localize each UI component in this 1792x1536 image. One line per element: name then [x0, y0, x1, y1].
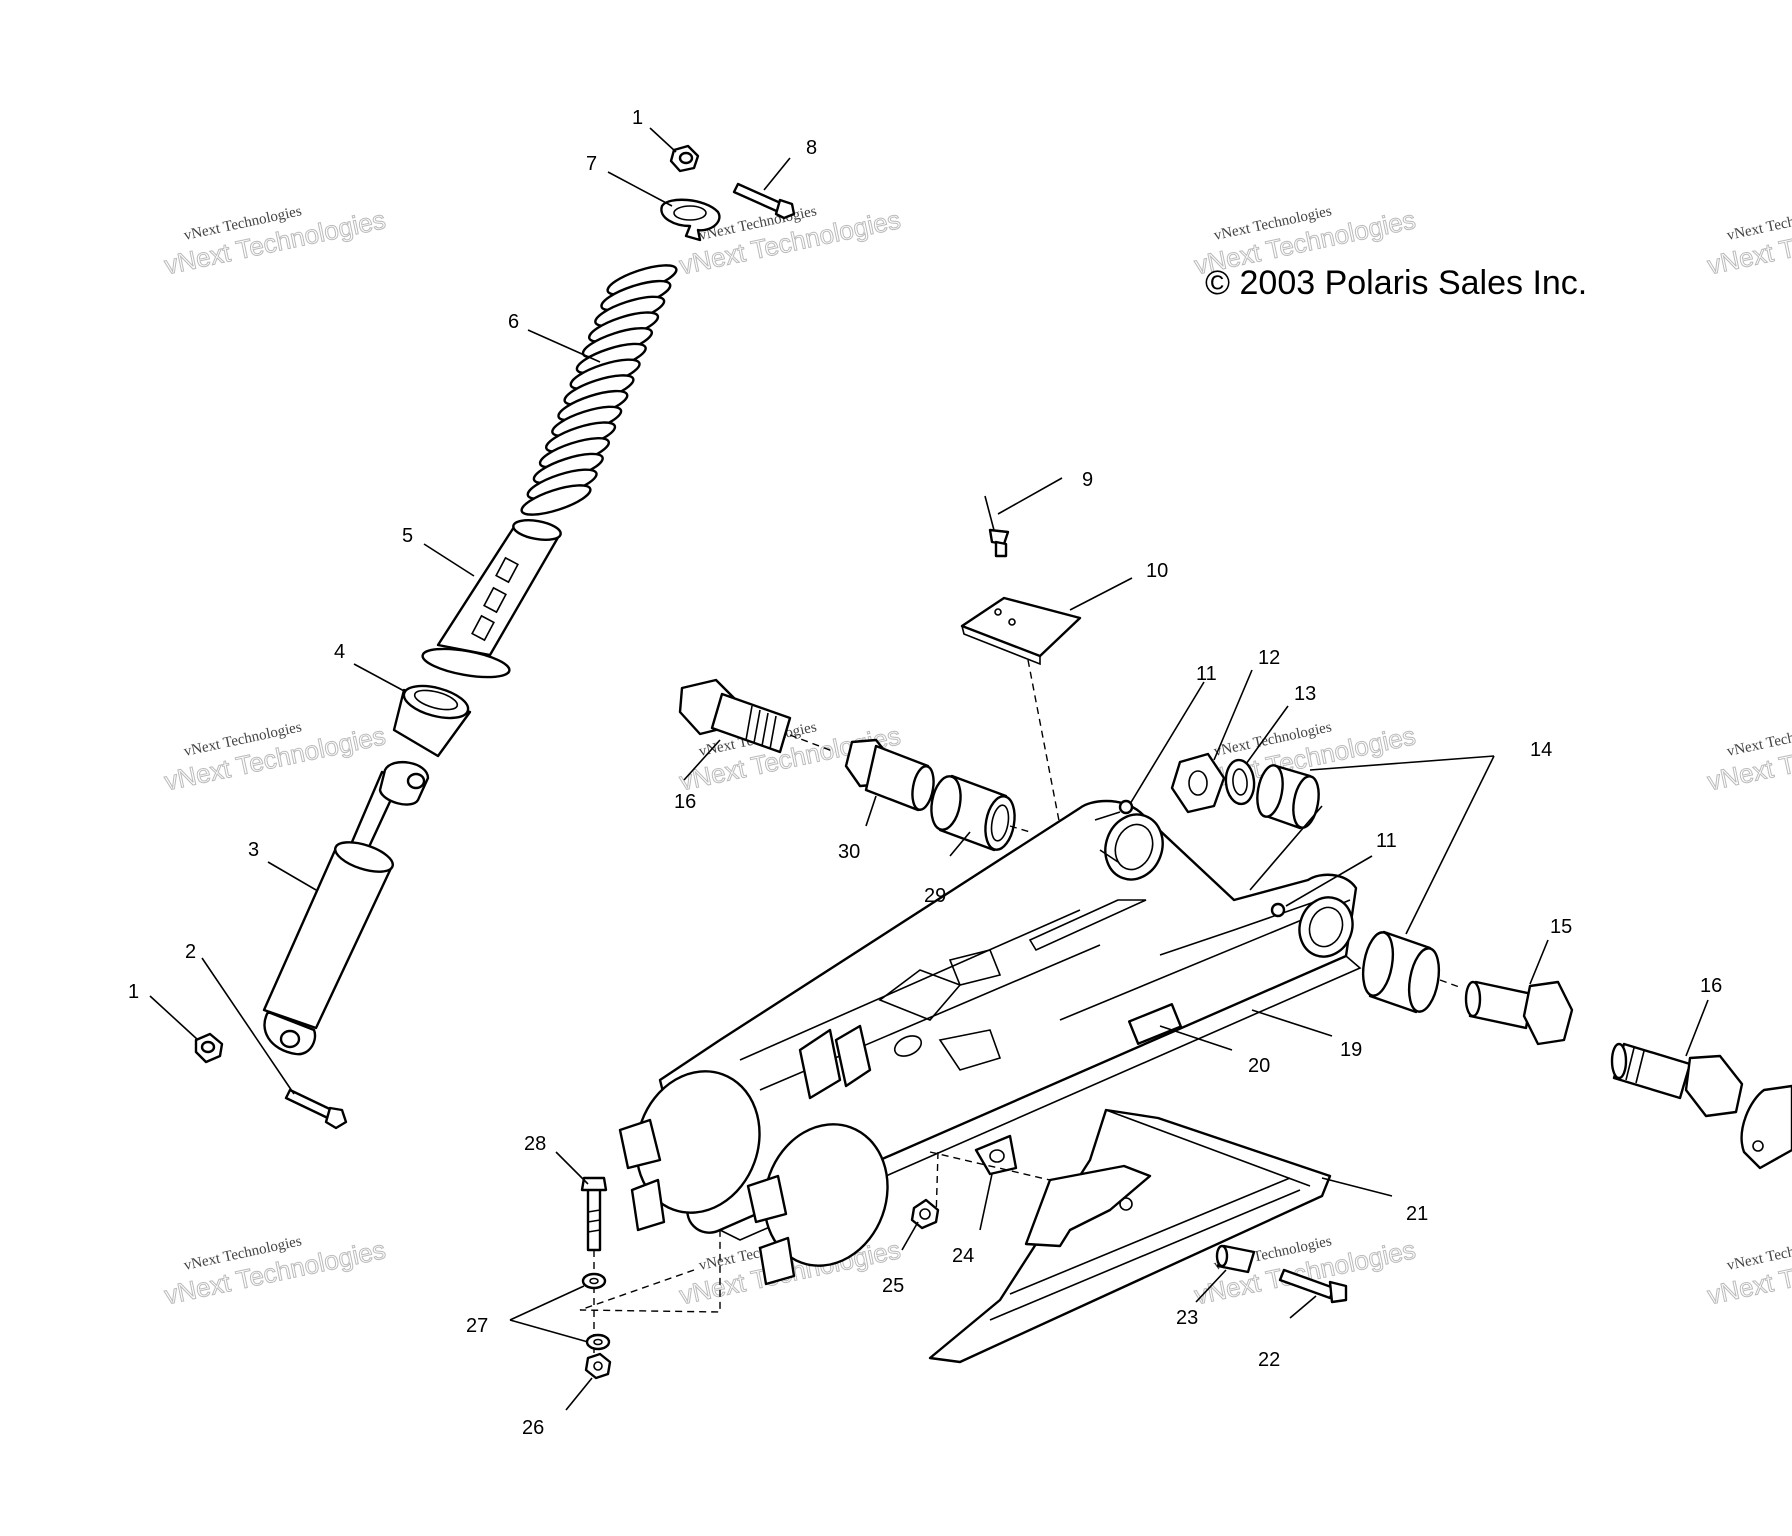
guide-line-29: [1009, 825, 1031, 833]
callout-labels: 1 2 3 4 5 6 7 8 1 9 10 11 12 13 14 11 15…: [128, 107, 1722, 1439]
callout-9: 9: [1082, 469, 1093, 491]
lead-14a: [1249, 805, 1323, 891]
callout-20: 20: [1248, 1055, 1270, 1077]
part-13-washer: [1224, 758, 1256, 806]
part-17-plate: [1740, 1084, 1792, 1170]
part-1-bottom-nut: [194, 1032, 224, 1064]
part-5-bump-stop: [421, 519, 562, 679]
callout-8: 8: [806, 137, 817, 159]
callout-3: 3: [248, 839, 259, 861]
part-14-bushing-lower: [1361, 930, 1441, 1014]
watermark-2: vNext Technologies vNext Technologies: [676, 203, 903, 281]
part-9-screw: [984, 495, 1010, 558]
part-1-top-nut: [669, 144, 700, 173]
callout-1-top: 1: [632, 107, 643, 129]
callout-14: 14: [1530, 739, 1552, 761]
part-25-nut: [910, 1198, 940, 1230]
part-10-plate: [960, 596, 1082, 666]
callout-5: 5: [402, 525, 413, 547]
callout-7: 7: [586, 153, 597, 175]
watermark-5: vNext Technologies vNext Technologies: [161, 719, 388, 797]
callout-4: 4: [334, 641, 345, 663]
part-6-spring: [520, 264, 678, 516]
svg-text:vNext Technologies: vNext Technologies: [1705, 1234, 1792, 1310]
part-23-pin: [1215, 1244, 1256, 1274]
callout-26: 26: [522, 1417, 544, 1439]
callout-10: 10: [1146, 560, 1168, 582]
callout-12: 12: [1258, 647, 1280, 669]
watermark-8: vNext Technologies vNext Technologies: [1704, 719, 1792, 797]
callout-16-right: 16: [1700, 975, 1722, 997]
part-27-washer-lower: [585, 1333, 611, 1351]
guide-line-16: [789, 734, 836, 753]
part-28-bolt: [580, 1176, 608, 1252]
callout-16-left: 16: [674, 791, 696, 813]
guide-line-14: [1439, 979, 1463, 989]
watermark-12: vNext Technologies vNext Technologies: [1704, 1233, 1792, 1311]
callout-22: 22: [1258, 1349, 1280, 1371]
part-27-washer-upper: [581, 1272, 607, 1290]
callout-13: 13: [1294, 683, 1316, 705]
part-29-bushing: [930, 774, 1016, 852]
callout-29: 29: [924, 885, 946, 907]
shock-assembly: [194, 144, 796, 1130]
callout-6: 6: [508, 311, 519, 333]
callout-21: 21: [1406, 1203, 1428, 1225]
callout-30: 30: [838, 841, 860, 863]
part-26-nut: [584, 1352, 612, 1380]
leader-lines: [149, 127, 1709, 1411]
part-30-spacer: [844, 738, 935, 812]
callout-24: 24: [952, 1245, 974, 1267]
spring-coil: [520, 484, 592, 516]
svg-text:vNext Technologies: vNext Technologies: [1705, 204, 1792, 280]
part-12-nut: [1170, 752, 1226, 814]
callout-11-upper: 11: [1196, 663, 1217, 685]
watermark-4: vNext Technologies vNext Technologies: [1704, 203, 1792, 281]
swingarm-assembly: [579, 495, 1792, 1380]
part-21-rail: [928, 1108, 1332, 1364]
copyright-text: © 2003 Polaris Sales Inc.: [1205, 264, 1587, 302]
part-2-bolt: [284, 1088, 348, 1130]
callout-19: 19: [1340, 1039, 1362, 1061]
part-16-pivot-bolt-right: [1610, 1042, 1744, 1118]
callout-25: 25: [882, 1275, 904, 1297]
callout-28: 28: [524, 1133, 546, 1155]
part-20-decal: [1127, 1003, 1183, 1045]
part-15-bolt: [1464, 980, 1574, 1046]
callout-27: 27: [466, 1315, 488, 1337]
part-3-shock-absorber: [262, 761, 430, 1056]
part-8-bolt: [732, 182, 796, 220]
part-16-pivot-bolt-left: [678, 678, 792, 754]
part-4-cup: [392, 684, 472, 758]
callout-11-lower: 11: [1376, 830, 1397, 852]
svg-text:vNext Technologies: vNext Technologies: [1705, 720, 1792, 796]
part-22-bolt: [1278, 1268, 1348, 1304]
watermark-9: vNext Technologies vNext Technologies: [161, 1233, 388, 1311]
part-19-swing-arm: [579, 799, 1362, 1313]
part-7-spring-retainer: [660, 198, 721, 242]
part-14-bushing-upper: [1256, 764, 1320, 830]
callout-23: 23: [1176, 1307, 1198, 1329]
watermark-1: vNext Technologies vNext Technologies: [161, 203, 388, 281]
callout-1-bottom: 1: [128, 981, 139, 1003]
callout-2: 2: [185, 941, 196, 963]
callout-15: 15: [1550, 916, 1572, 938]
